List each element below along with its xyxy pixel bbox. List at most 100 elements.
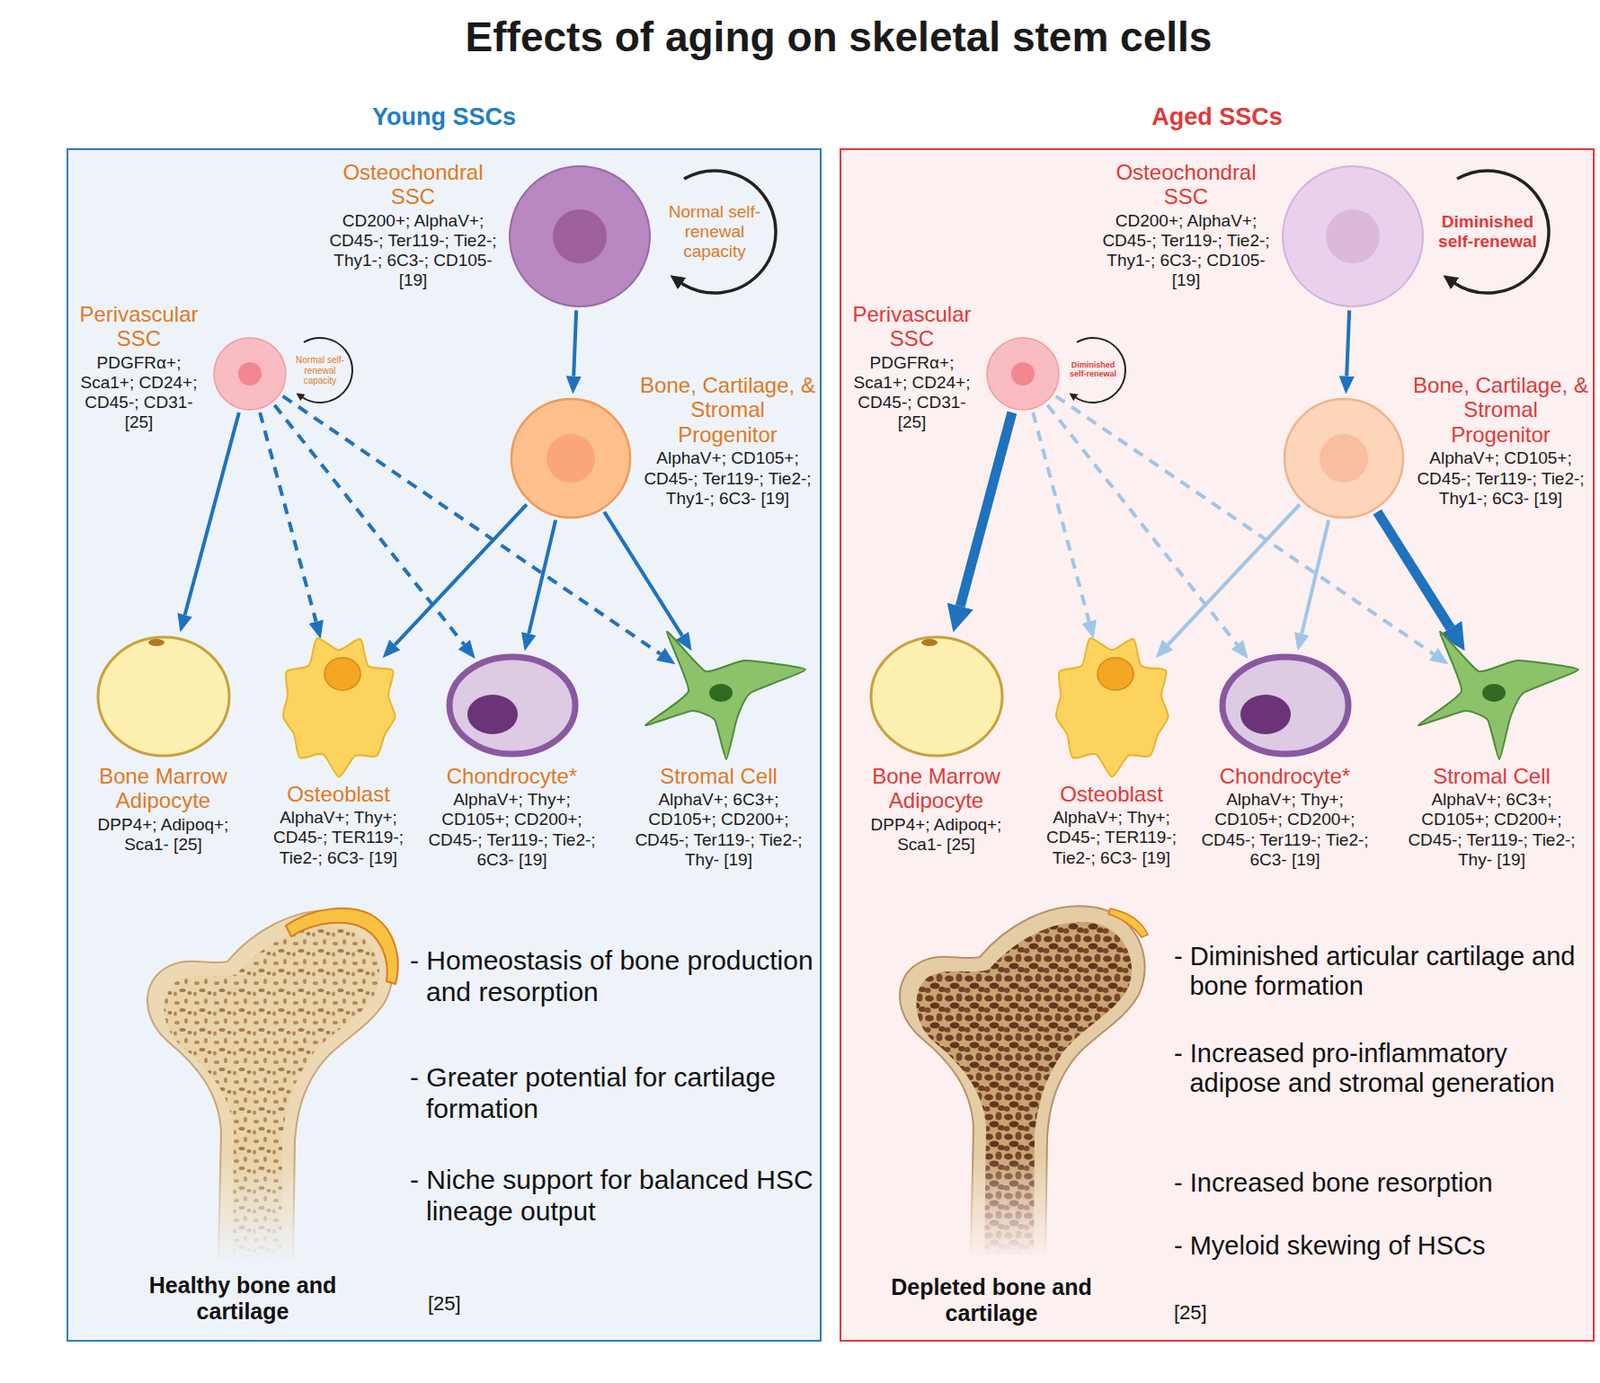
renewal-label: Normal self-renewal capacity xyxy=(660,202,769,262)
fade xyxy=(124,1159,412,1263)
cell-name: Osteochondral SSC xyxy=(323,160,504,210)
cell-body xyxy=(449,657,576,755)
cell-illustration xyxy=(206,328,294,419)
articular-cartilage xyxy=(1108,908,1148,938)
cell-label: Osteochondral SSCCD200+; AlphaV+; CD45-;… xyxy=(323,160,504,292)
cell-nucleus xyxy=(552,209,607,264)
marker-list: CD200+; AlphaV+; CD45-; Ter119-; Tie2-; … xyxy=(323,211,504,292)
cell-body xyxy=(1284,399,1404,518)
lineage-arrow xyxy=(1032,412,1089,623)
panel-fill xyxy=(839,148,1595,1343)
cell-nucleus xyxy=(148,639,165,647)
cell-name: Bone, Cartilage, & Stromal Progenitor xyxy=(1411,373,1592,448)
panel-box: Young SSCsOsteochondral SSCCD200+; Alpha… xyxy=(66,148,822,1343)
marker-list: PDGFRα+; Sca1+; CD24+; CD45-; CD31- [25] xyxy=(844,353,980,434)
panel-heading: Young SSCs xyxy=(68,103,820,132)
marker-list: DPP4+; Adipoq+; Sca1- [25] xyxy=(855,815,1018,855)
femur-healthy xyxy=(124,908,412,1263)
cell-name: Bone Marrow Adipocyte xyxy=(82,764,245,814)
cell-illustration xyxy=(979,328,1067,419)
reference-number: [25] xyxy=(427,1292,482,1316)
cell-illustration xyxy=(503,160,657,313)
cell-node: Bone, Cartilage, & Stromal ProgenitorAlp… xyxy=(1276,373,1592,526)
cell-body xyxy=(644,631,805,759)
lineage-arrow xyxy=(1301,520,1329,634)
cell-node: Chondrocyte*AlphaV+; Thy+; CD105+; CD200… xyxy=(426,647,598,871)
cell-nucleus xyxy=(1240,694,1291,735)
cell-illustration xyxy=(1276,391,1412,526)
cell-illustration xyxy=(435,647,589,765)
cell-name: Perivascular SSC xyxy=(844,302,980,352)
lineage-arrow xyxy=(1056,396,1434,655)
cell-label: Chondrocyte*AlphaV+; Thy+; CD105+; CD200… xyxy=(1200,764,1371,871)
panel-box: Aged SSCsOsteochondral SSCCD200+; AlphaV… xyxy=(839,148,1595,1343)
cell-nucleus xyxy=(1325,209,1380,264)
renewal-label: Normal self-renewal capacity xyxy=(293,355,347,387)
cell-name: Chondrocyte* xyxy=(1200,764,1371,790)
marker-list: AlphaV+; Thy+; CD45-; TER119-; Tie2-; 6C… xyxy=(1026,808,1198,869)
marker-list: AlphaV+; 6C3+; CD105+; CD200+; CD45-; Te… xyxy=(629,790,809,871)
cell-label: OsteoblastAlphaV+; Thy+; CD45-; TER119-;… xyxy=(253,782,425,869)
renewal-label: Diminished self-renewal xyxy=(1065,360,1121,380)
cell-illustration xyxy=(87,629,240,765)
cell-body xyxy=(1222,657,1349,755)
cell-nucleus xyxy=(467,694,518,735)
cell-body xyxy=(986,337,1059,410)
cell-name: Stromal Cell xyxy=(1402,764,1583,790)
cell-node: Perivascular SSCPDGFRα+; Sca1+; CD24+; C… xyxy=(844,302,1067,434)
cell-label: Chondrocyte*AlphaV+; Thy+; CD105+; CD200… xyxy=(426,764,598,871)
panel-heading: Aged SSCs xyxy=(841,103,1593,132)
bullet-note: - Niche support for balanced HSC lineage… xyxy=(409,1164,822,1227)
connectors xyxy=(185,310,1451,654)
lineage-arrow xyxy=(185,412,240,615)
cell-body xyxy=(97,637,230,756)
reference-number: [25] xyxy=(1173,1301,1228,1325)
cell-label: Bone, Cartilage, & Stromal ProgenitorAlp… xyxy=(638,373,818,509)
marker-list: DPP4+; Adipoq+; Sca1- [25] xyxy=(82,815,245,855)
marker-list: AlphaV+; CD105+; CD45-; Ter119-; Tie2-; … xyxy=(1411,448,1592,509)
lineage-arrow xyxy=(274,405,464,645)
cell-label: Perivascular SSCPDGFRα+; Sca1+; CD24+; C… xyxy=(71,302,207,434)
cell-label: Osteochondral SSCCD200+; AlphaV+; CD45-;… xyxy=(1096,160,1277,292)
cell-body xyxy=(511,399,631,518)
lineage-arrow xyxy=(1047,405,1237,645)
cell-name: Bone Marrow Adipocyte xyxy=(855,764,1018,814)
femur-depleted xyxy=(876,906,1165,1259)
cell-label: Stromal CellAlphaV+; 6C3+; CD105+; CD200… xyxy=(1402,764,1583,871)
cell-illustration xyxy=(1276,160,1430,313)
cell-node: Perivascular SSCPDGFRα+; Sca1+; CD24+; C… xyxy=(71,302,294,434)
cell-illustration xyxy=(629,624,809,765)
cell-label: Bone Marrow AdipocyteDPP4+; Adipoq+; Sca… xyxy=(855,764,1018,856)
cell-illustration xyxy=(860,629,1014,765)
articular-cartilage xyxy=(285,908,399,985)
lineage-arrow xyxy=(1167,504,1300,645)
cell-body xyxy=(1417,631,1578,759)
cell-name: Stromal Cell xyxy=(629,764,809,790)
cell-illustration xyxy=(1208,647,1362,765)
marker-list: AlphaV+; 6C3+; CD105+; CD200+; CD45-; Te… xyxy=(1402,790,1583,871)
bullet-note: - Myeloid skewing of HSCs xyxy=(1173,1231,1600,1262)
marker-list: AlphaV+; Thy+; CD45-; TER119-; Tie2-; 6C… xyxy=(253,808,425,869)
lineage-arrow xyxy=(1346,310,1350,376)
cell-node: Bone, Cartilage, & Stromal ProgenitorAlp… xyxy=(503,373,818,526)
cell-label: Bone Marrow AdipocyteDPP4+; Adipoq+; Sca… xyxy=(82,764,245,856)
lineage-arrow xyxy=(394,504,527,645)
cell-node: Osteochondral SSCCD200+; AlphaV+; CD45-;… xyxy=(323,160,657,313)
lineage-arrow xyxy=(573,310,577,376)
bone-caption: Healthy bone and cartilage xyxy=(107,1272,378,1325)
cell-node: Stromal CellAlphaV+; 6C3+; CD105+; CD200… xyxy=(1402,624,1583,871)
cell-illustration xyxy=(503,391,639,526)
cell-name: Bone, Cartilage, & Stromal Progenitor xyxy=(638,373,818,448)
lineage-arrow xyxy=(604,512,683,637)
cell-body xyxy=(213,337,286,410)
renewal-label: Diminished self-renewal xyxy=(1429,212,1547,252)
cell-body xyxy=(282,638,395,777)
cell-nucleus xyxy=(709,684,733,703)
cell-illustration xyxy=(271,629,407,783)
cell-nucleus xyxy=(921,639,938,647)
lineage-arrow xyxy=(960,412,1013,607)
cell-label: Stromal CellAlphaV+; 6C3+; CD105+; CD200… xyxy=(629,764,809,871)
cell-name: Osteoblast xyxy=(253,782,425,808)
marker-list: AlphaV+; Thy+; CD105+; CD200+; CD45-; Te… xyxy=(426,790,598,871)
